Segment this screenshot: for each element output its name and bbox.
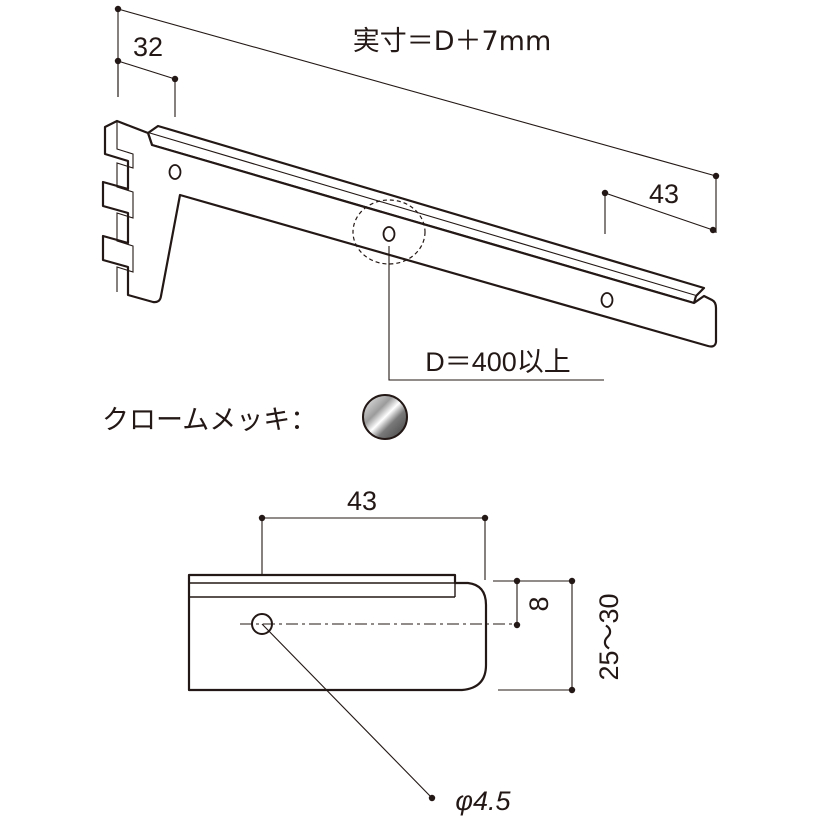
perspective-view: 実寸＝D＋7mm 32 43 D＝400以上 bbox=[101, 5, 720, 381]
shelf-bracket bbox=[101, 119, 718, 348]
depth-leader-line bbox=[388, 246, 604, 381]
overall-length-dimension-line bbox=[117, 8, 717, 177]
dimension-point bbox=[513, 621, 521, 629]
right-offset-dimension-line bbox=[604, 192, 714, 231]
dimension-point bbox=[481, 514, 489, 522]
bracket-arm bbox=[101, 119, 718, 348]
dimension-point bbox=[114, 5, 122, 13]
center-hole-callout-ring bbox=[352, 199, 426, 265]
bracket-top-rail bbox=[146, 124, 706, 298]
overall-length-label: 実寸＝D＋7mm bbox=[353, 26, 552, 57]
mounting-hole bbox=[600, 292, 614, 308]
chrome-swatch-icon bbox=[362, 394, 408, 440]
dimension-point bbox=[171, 75, 179, 83]
left-offset-dimension-line bbox=[117, 60, 176, 80]
depth-label: D＝400以上 bbox=[425, 347, 571, 377]
dimension-point bbox=[258, 514, 266, 522]
mounting-hole bbox=[168, 164, 182, 180]
finish-label: クロームメッキ： bbox=[102, 405, 317, 436]
dimension-point bbox=[114, 57, 122, 65]
dimension-point bbox=[568, 577, 576, 585]
dimension-point bbox=[568, 686, 576, 694]
width-label: 43 bbox=[347, 486, 377, 516]
groove-label: 8 bbox=[524, 596, 554, 611]
front-view: 43 8 25〜30 φ4.5 bbox=[187, 486, 624, 816]
dimension-point bbox=[601, 189, 609, 197]
mounting-hole bbox=[382, 226, 396, 242]
height-label: 25〜30 bbox=[594, 593, 624, 680]
left-offset-label: 32 bbox=[133, 32, 163, 62]
bracket-hook-edge bbox=[116, 121, 134, 292]
hole-leader-line bbox=[261, 623, 433, 799]
finish-row: クロームメッキ： bbox=[102, 394, 408, 440]
right-offset-label: 43 bbox=[649, 179, 679, 209]
dimension-point bbox=[428, 794, 436, 802]
dimension-point bbox=[709, 226, 717, 234]
dimension-point bbox=[712, 172, 720, 180]
hole-diameter-label: φ4.5 bbox=[455, 786, 511, 816]
bracket-profile bbox=[187, 573, 488, 692]
